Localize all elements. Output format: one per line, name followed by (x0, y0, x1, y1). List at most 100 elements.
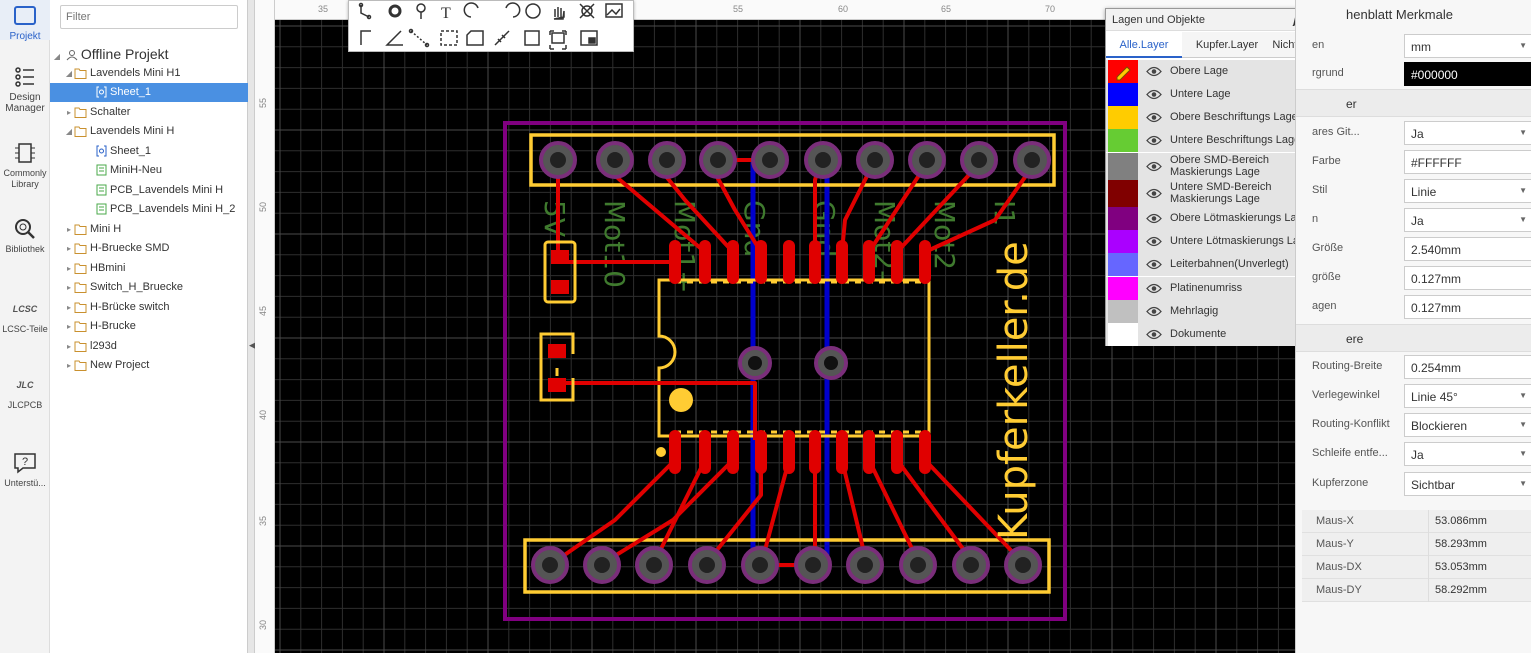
property-input[interactable]: #FFFFFF (1404, 150, 1531, 174)
chevron-down-icon[interactable]: ▼ (1519, 391, 1527, 400)
expand-arrow-icon[interactable]: ▸ (66, 283, 71, 292)
layer-color-swatch[interactable] (1108, 83, 1138, 106)
visibility-eye-icon[interactable] (1146, 135, 1162, 149)
layer-color-swatch[interactable] (1108, 129, 1138, 152)
chevron-down-icon[interactable]: ▼ (1519, 41, 1527, 50)
layer-row[interactable]: Untere Lötmaskierungs Lage (1106, 230, 1330, 253)
property-select[interactable]: Sichtbar▼ (1404, 472, 1531, 496)
layer-color-swatch[interactable] (1108, 207, 1138, 230)
tree-item[interactable]: Sheet_1 (50, 142, 248, 161)
rail-lcsc[interactable]: LCSC LCSC-Teile (0, 296, 50, 335)
expand-arrow-icon[interactable]: ▸ (66, 108, 71, 117)
layer-color-swatch[interactable] (1108, 277, 1138, 300)
tree-item[interactable]: ▸Mini H (50, 220, 248, 239)
filter-input[interactable] (60, 5, 238, 29)
expand-arrow-icon[interactable]: ▸ (66, 361, 71, 370)
property-select[interactable]: mm▼ (1404, 34, 1531, 58)
property-select[interactable]: Linie 45°▼ (1404, 384, 1531, 408)
tree-item[interactable]: PCB_Lavendels Mini H (50, 181, 248, 200)
panel-tool-icon[interactable] (580, 30, 598, 46)
layer-row[interactable]: Mehrlagig (1106, 300, 1330, 323)
tree-root[interactable]: ◢ Offline Projekt (50, 43, 248, 65)
expand-arrow-icon[interactable]: ▸ (66, 264, 71, 273)
layer-row[interactable]: Leiterbahnen(Unverlegt) (1106, 253, 1330, 276)
chevron-down-icon[interactable]: ▼ (1519, 449, 1527, 458)
layer-color-swatch[interactable] (1108, 60, 1138, 83)
property-input[interactable]: 0.254mm (1404, 355, 1531, 379)
measure-tool-icon[interactable] (494, 30, 510, 46)
layer-color-swatch[interactable] (1108, 180, 1138, 207)
property-select[interactable]: Ja▼ (1404, 442, 1531, 466)
rail-commonly-library[interactable]: Commonly Library (0, 140, 50, 190)
expand-arrow-icon[interactable]: ▸ (66, 225, 71, 234)
visibility-eye-icon[interactable] (1146, 66, 1162, 80)
tree-item[interactable]: ◢Lavendels Mini H1 (50, 64, 248, 83)
layer-row[interactable]: Untere Beschriftungs Lage (1106, 129, 1330, 152)
layer-row[interactable]: Dokumente (1106, 323, 1330, 346)
tree-item[interactable]: ▸New Project (50, 356, 248, 375)
rail-design-manager[interactable]: Design Manager (0, 64, 50, 114)
rail-unterstuetzung[interactable]: ? Unterstü... (0, 450, 50, 489)
tree-item[interactable]: ◢Lavendels Mini H (50, 122, 248, 141)
circle-tool-icon[interactable] (525, 3, 541, 19)
property-input[interactable]: 0.127mm (1404, 295, 1531, 319)
collapse-arrow-icon[interactable]: ◢ (65, 127, 73, 136)
tree-item[interactable]: ▸Schalter (50, 103, 248, 122)
expand-arrow-icon[interactable]: ▸ (66, 322, 71, 331)
arc2-tool-icon[interactable] (505, 2, 521, 18)
section-andere[interactable]: ere (1296, 324, 1531, 352)
collapse-arrow-icon[interactable]: ◢ (65, 69, 73, 78)
layer-color-swatch[interactable] (1108, 230, 1138, 253)
visibility-eye-icon[interactable] (1146, 161, 1162, 175)
text-tool-icon[interactable]: T (441, 5, 451, 22)
crosshair-tool-icon[interactable] (579, 3, 595, 19)
layer-row[interactable]: Obere Lötmaskierungs Lage (1106, 207, 1330, 230)
pan-tool-icon[interactable] (553, 7, 565, 20)
collapse-left-icon[interactable]: ◀ (249, 340, 256, 350)
panel-splitter[interactable]: ◀ (248, 0, 256, 653)
angle-tool-icon[interactable] (385, 30, 403, 46)
layer-color-swatch[interactable] (1108, 323, 1138, 346)
chevron-down-icon[interactable]: ▼ (1519, 215, 1527, 224)
wire-tool-icon[interactable] (358, 2, 372, 20)
pad-tool-icon[interactable] (388, 4, 402, 18)
tree-item[interactable]: ▸H-Brücke switch (50, 298, 248, 317)
dimension-tool-icon[interactable] (408, 28, 430, 48)
tree-item[interactable]: ▸Switch_H_Bruecke (50, 278, 248, 297)
property-select[interactable]: Linie▼ (1404, 179, 1531, 203)
rail-projekt[interactable]: Projekt (0, 0, 50, 42)
expand-arrow-icon[interactable]: ▸ (66, 303, 71, 312)
layer-color-swatch[interactable] (1108, 300, 1138, 323)
property-input[interactable]: 2.540mm (1404, 237, 1531, 261)
expand-arrow-icon[interactable]: ▸ (66, 342, 71, 351)
layer-row[interactable]: Obere Beschriftungs Lage (1106, 106, 1330, 129)
visibility-eye-icon[interactable] (1146, 259, 1162, 273)
visibility-eye-icon[interactable] (1146, 306, 1162, 320)
rail-bibliothek[interactable]: Bibliothek (0, 216, 50, 255)
tree-item[interactable]: Sheet_1 (50, 83, 248, 102)
layer-color-swatch[interactable] (1108, 253, 1138, 276)
property-select[interactable]: Blockieren▼ (1404, 413, 1531, 437)
layer-color-swatch[interactable] (1108, 106, 1138, 129)
layer-row[interactable]: Untere SMD-Bereich Maskierungs Lage (1106, 180, 1330, 207)
chevron-down-icon[interactable]: ▼ (1519, 128, 1527, 137)
expand-arrow-icon[interactable]: ▸ (66, 244, 71, 253)
chevron-down-icon[interactable]: ▼ (1519, 479, 1527, 488)
section-raster[interactable]: er (1296, 89, 1531, 117)
select-area-tool-icon[interactable] (549, 30, 567, 50)
layer-row[interactable]: Untere Lage (1106, 83, 1330, 106)
property-input[interactable]: 0.127mm (1404, 266, 1531, 290)
visibility-eye-icon[interactable] (1146, 89, 1162, 103)
layer-row[interactable]: Obere Lage (1106, 60, 1330, 83)
image-tool-icon[interactable] (605, 3, 623, 18)
property-input[interactable]: #000000 (1404, 62, 1531, 86)
tree-item[interactable]: ▸H-Brucke (50, 317, 248, 336)
property-select[interactable]: Ja▼ (1404, 208, 1531, 232)
property-select[interactable]: Ja▼ (1404, 121, 1531, 145)
layer-color-swatch[interactable] (1108, 153, 1138, 180)
tab-alle-layer[interactable]: Alle.Layer (1106, 32, 1182, 58)
region-tool-icon[interactable] (440, 30, 458, 46)
tree-item[interactable]: ▸H-Bruecke SMD (50, 239, 248, 258)
visibility-eye-icon[interactable] (1146, 236, 1162, 250)
solid-region-tool-icon[interactable] (466, 30, 484, 46)
